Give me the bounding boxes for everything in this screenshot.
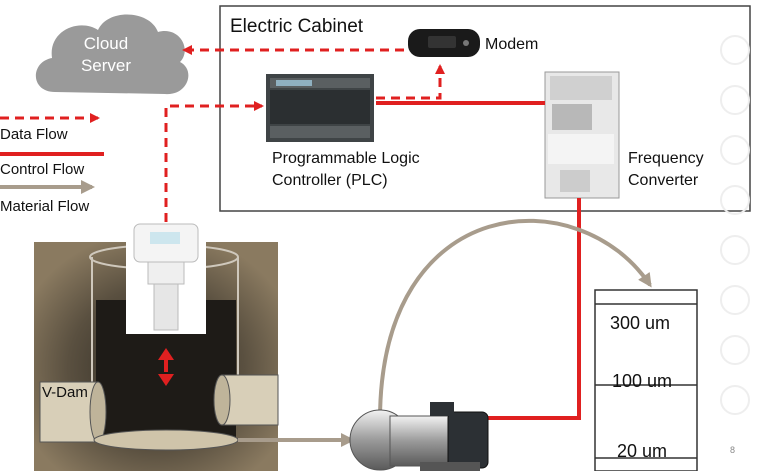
modem-label: Modem [485, 36, 539, 53]
level-measure-arrow [158, 348, 174, 386]
plc-device [266, 74, 374, 142]
background-pattern [720, 35, 750, 415]
filter-column [594, 289, 698, 471]
level-sensor [126, 222, 206, 334]
legend-control-flow-label: Control Flow [0, 161, 85, 178]
cloud-server-label: Cloud Server [64, 33, 148, 77]
legend-material-flow-label: Material Flow [0, 198, 90, 215]
modem-device [408, 29, 480, 57]
converter-label-line2: Converter [628, 172, 699, 189]
plc-label-line1: Programmable Logic [272, 150, 420, 167]
v-dam-label: V-Dam [42, 384, 88, 401]
page-number: 8 [730, 445, 736, 455]
filter-level-300: 300 um [610, 313, 671, 333]
legend-data-flow-label: Data Flow [0, 126, 68, 143]
pump [349, 402, 489, 471]
material-flow-lines [238, 218, 652, 447]
legend [0, 113, 104, 194]
cloud-server [35, 14, 189, 95]
cloud-label-line1: Cloud [83, 34, 129, 53]
plc-label: Programmable Logic Controller (PLC) [272, 148, 420, 192]
plc-label-line2: Controller (PLC) [272, 172, 388, 189]
filter-level-100: 100 um [612, 371, 673, 391]
cabinet-title: Electric Cabinet [230, 16, 364, 37]
data-flow-lines [164, 45, 445, 222]
converter-label-line1: Frequency [628, 150, 704, 167]
electric-cabinet-frame [219, 5, 751, 212]
control-flow-lines [376, 101, 581, 420]
cloud-label-line2: Server [80, 56, 132, 75]
frequency-converter-device [544, 71, 620, 199]
converter-label: Frequency Converter [628, 148, 704, 192]
filter-level-20: 20 um [617, 441, 668, 461]
